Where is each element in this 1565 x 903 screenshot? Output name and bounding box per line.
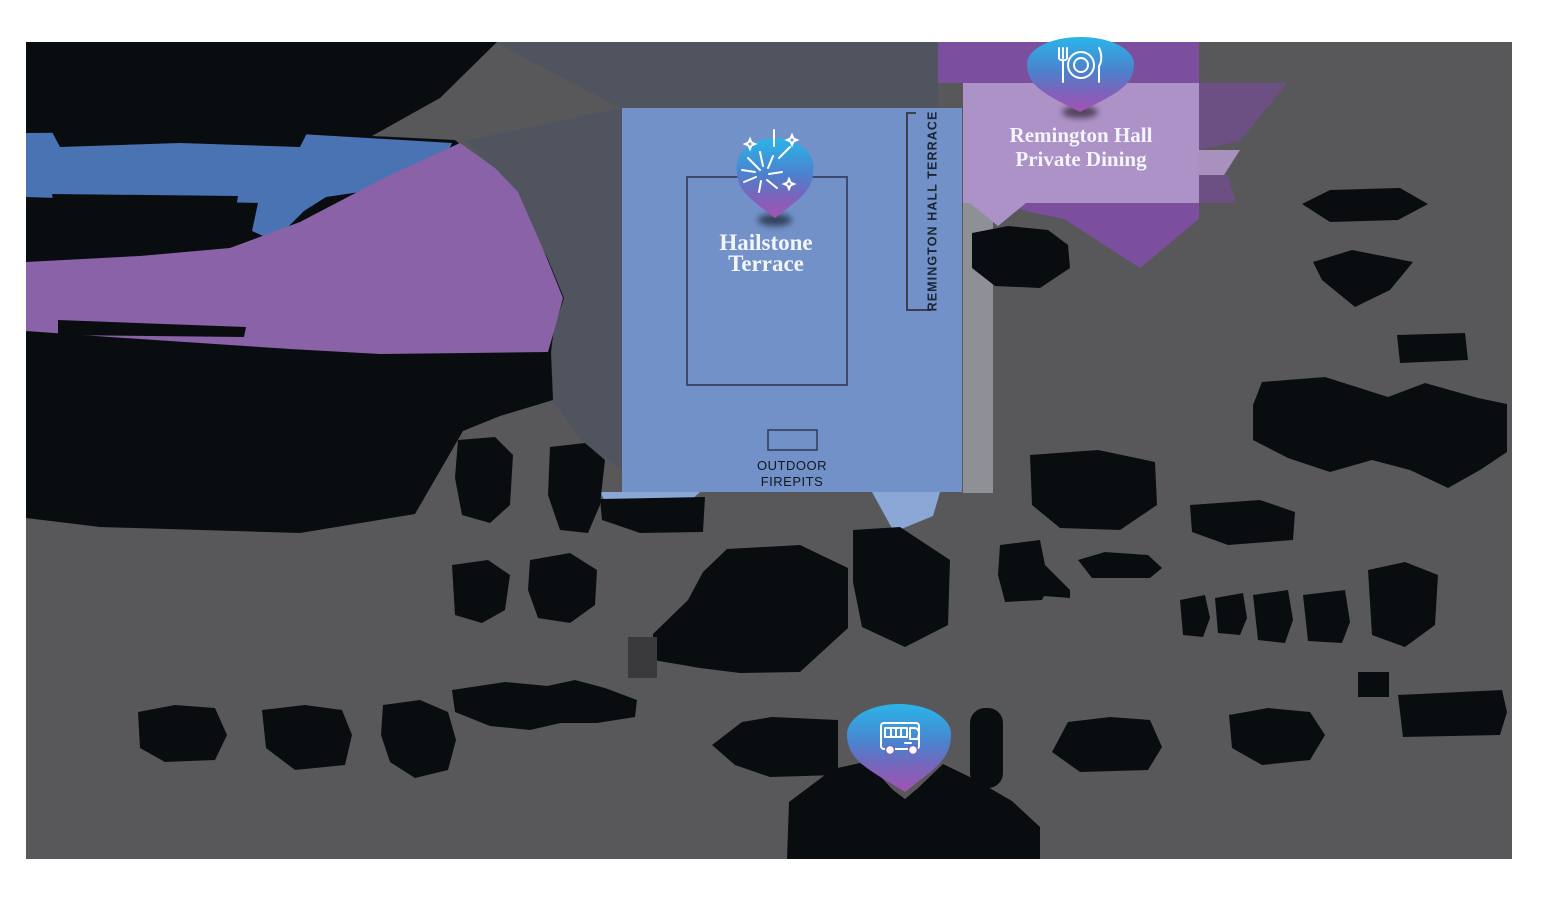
redacted-areas: [138, 188, 1507, 859]
bus-icon: [880, 722, 921, 756]
hailstone-terrace-label-line2: Terrace: [728, 251, 804, 276]
remington-route-band: [26, 143, 563, 354]
terrace-strip-bracket: [906, 112, 931, 311]
hailstone-route-band: [26, 131, 452, 241]
remington-hall-area: [938, 42, 1287, 268]
outdoor-firepits-label-line2: FIREPITS: [761, 474, 824, 489]
bus-stop-pin[interactable]: [847, 704, 951, 792]
hailstone-terrace-label-line1: Hailstone: [719, 230, 812, 255]
outdoor-firepits-label-line1: OUTDOOR: [757, 458, 827, 473]
dining-icon: [1058, 47, 1103, 83]
redacted-area-gray: [628, 637, 657, 678]
remington-dining-pin[interactable]: [1027, 37, 1134, 118]
firepit-outline: [767, 429, 818, 451]
shadow-regions: [465, 42, 938, 470]
fireworks-icon: [741, 129, 800, 193]
pin-shadow: [758, 214, 792, 226]
hailstone-terrace-pin[interactable]: [736, 129, 814, 226]
remington-dining-label-line2: Private Dining: [1015, 147, 1147, 171]
remington-dining-label-line1: Remington Hall: [1010, 123, 1153, 147]
redacted-text-rows: [50, 128, 308, 337]
remington-hall-terrace-strip-label: REMINGTON HALL TERRACE: [925, 111, 939, 312]
